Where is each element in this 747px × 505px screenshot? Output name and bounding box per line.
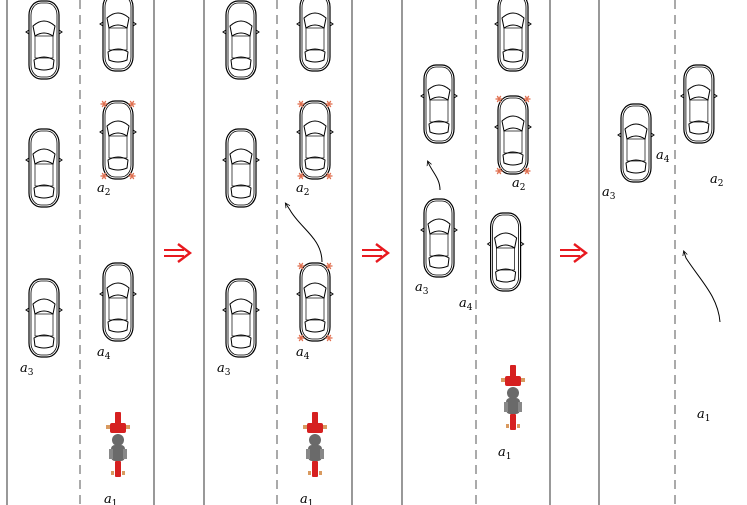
agent-label-a3: a3 bbox=[20, 361, 34, 378]
car bbox=[296, 0, 334, 72]
agent-label-a2: a2 bbox=[296, 181, 310, 198]
car-agent-4 bbox=[679, 64, 718, 144]
agent-label-a1: a1 bbox=[104, 492, 118, 505]
turn-signal-icon bbox=[297, 100, 305, 108]
car bbox=[494, 0, 532, 72]
agent-label-a2: a2 bbox=[97, 181, 111, 198]
turn-signal-icon bbox=[325, 262, 333, 270]
car-agent-3 bbox=[25, 278, 63, 358]
turn-signal-icon bbox=[100, 100, 108, 108]
trajectory-arrow bbox=[684, 252, 721, 323]
agent-label-a1: a1 bbox=[498, 445, 512, 462]
panel-step-1: a2 a3 a4 a1 bbox=[6, 0, 155, 505]
car-agent-3 bbox=[420, 64, 458, 144]
agent-label-a4: a4 bbox=[296, 345, 310, 362]
panel-step-2: a2 a3 a4 a1 bbox=[203, 0, 353, 505]
car-agent-4 bbox=[99, 262, 137, 342]
car bbox=[222, 128, 260, 208]
agent-label-a3: a3 bbox=[602, 185, 616, 202]
agent-label-a4: a4 bbox=[97, 345, 111, 362]
turn-signal-icon bbox=[325, 172, 333, 180]
turn-signal-icon bbox=[495, 95, 503, 103]
car bbox=[99, 0, 137, 72]
car-agent-2 bbox=[494, 95, 532, 175]
turn-signal-icon bbox=[523, 95, 531, 103]
car-agent-4 bbox=[486, 212, 525, 292]
motorcycle-agent-1 bbox=[106, 412, 130, 477]
turn-signal-icon bbox=[297, 334, 305, 342]
agent-label-a2: a2 bbox=[512, 176, 526, 193]
turn-signal-icon bbox=[325, 334, 333, 342]
car-agent-3b bbox=[420, 198, 458, 278]
car-agent-3 bbox=[617, 103, 655, 183]
agent-label-a3: a3 bbox=[217, 361, 231, 378]
trajectory-arrow bbox=[286, 204, 323, 263]
agent-label-a4: a4 bbox=[459, 296, 473, 313]
car bbox=[25, 128, 63, 208]
turn-signal-icon bbox=[100, 172, 108, 180]
car-agent-2 bbox=[99, 100, 137, 180]
motorcycle-agent-1 bbox=[303, 412, 327, 477]
car bbox=[222, 0, 260, 80]
transition-arrow-icon bbox=[164, 243, 192, 263]
turn-signal-icon bbox=[325, 100, 333, 108]
turn-signal-icon bbox=[495, 167, 503, 175]
transition-arrow-icon bbox=[560, 243, 588, 263]
agent-label-a1: a1 bbox=[300, 492, 314, 505]
agent-label-a1: a1 bbox=[697, 407, 711, 424]
turn-signal-icon bbox=[297, 172, 305, 180]
agent-label-a4: a4 bbox=[656, 148, 670, 165]
agent-label-a2: a2 bbox=[710, 172, 724, 189]
transition-arrow-icon bbox=[362, 243, 390, 263]
panels: a2 a3 a4 a1 a2 a3 a4 a1 a2 a3 a4 a1 a2 a3 a4 a1 bbox=[6, 0, 724, 505]
car bbox=[25, 0, 63, 80]
car-agent-2 bbox=[296, 100, 334, 180]
panel-step-4: a2 a3 a4 a1 bbox=[598, 0, 724, 505]
car-agent-4 bbox=[296, 262, 334, 342]
transition-arrows bbox=[164, 243, 588, 263]
agent-label-a3: a3 bbox=[415, 280, 429, 297]
panel-step-3: a2 a3 a4 a1 bbox=[401, 0, 551, 505]
turn-signal-icon bbox=[128, 100, 136, 108]
turn-signal-icon bbox=[523, 167, 531, 175]
turn-signal-icon bbox=[297, 262, 305, 270]
car-agent-3 bbox=[222, 278, 260, 358]
motorcycle-agent-1 bbox=[501, 365, 525, 430]
turn-signal-icon bbox=[128, 172, 136, 180]
trajectory-arrow bbox=[428, 162, 441, 191]
